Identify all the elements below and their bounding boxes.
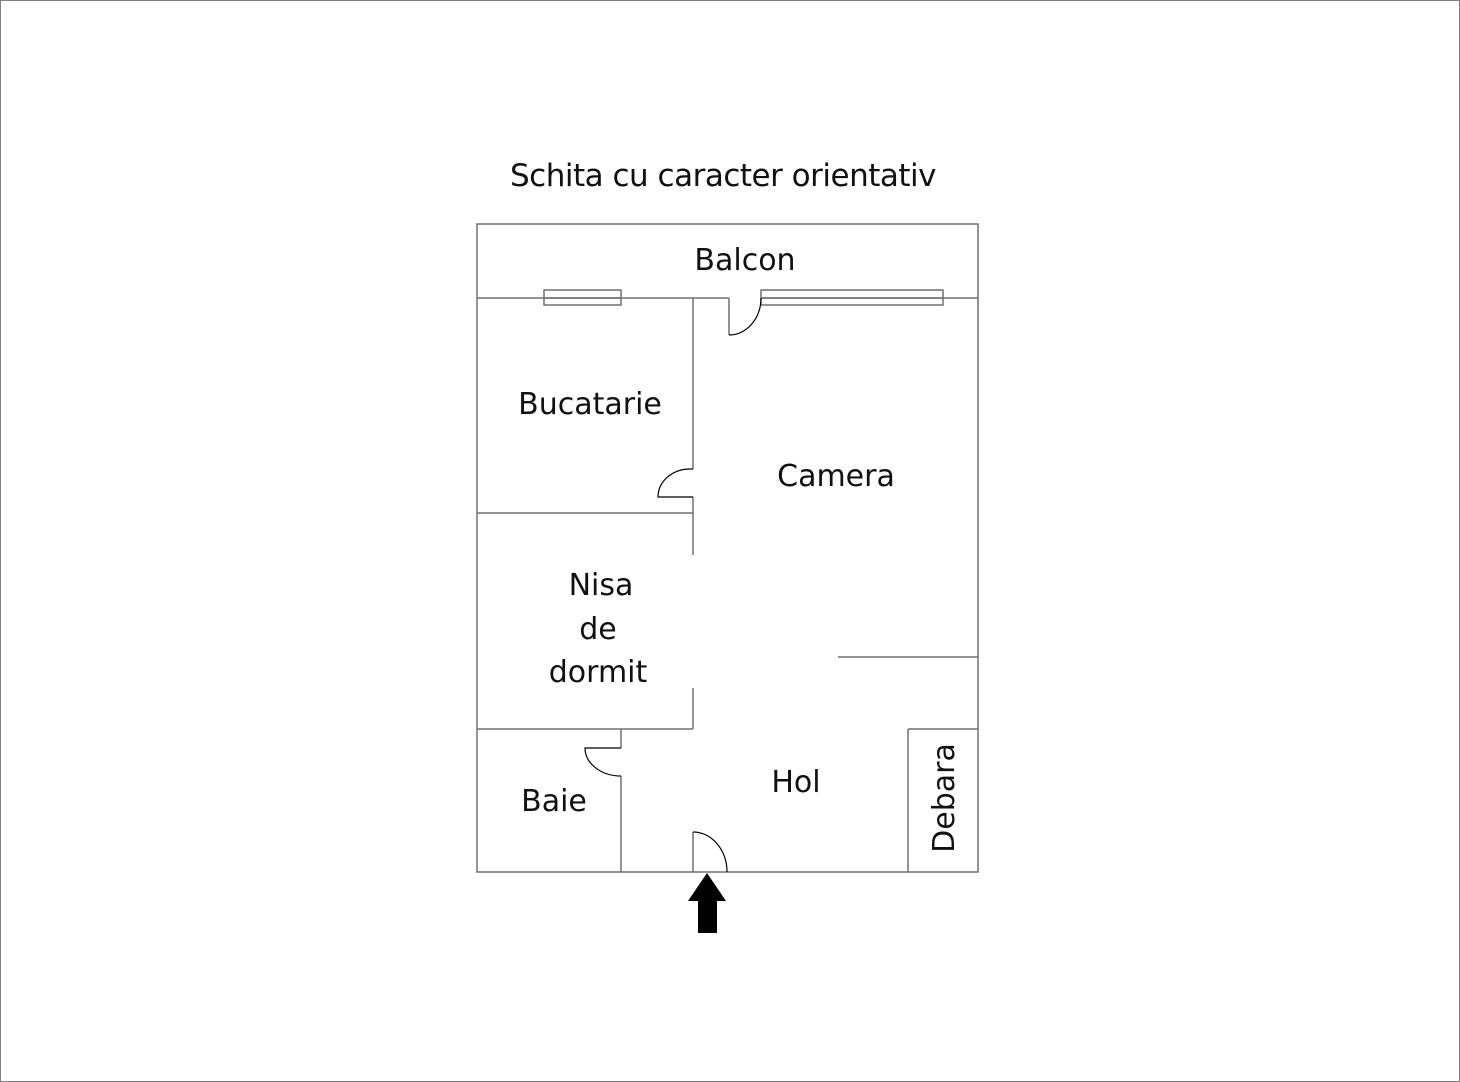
room-label-nisa-2: de bbox=[579, 612, 617, 647]
doors bbox=[584, 297, 762, 873]
room-label-balcon: Balcon bbox=[694, 243, 795, 278]
room-label-nisa-1: Nisa bbox=[569, 568, 634, 603]
walls bbox=[476, 223, 979, 873]
entrance-door-swing bbox=[692, 831, 728, 873]
room-label-nisa-3: dormit bbox=[549, 655, 648, 690]
entrance-arrow-icon bbox=[688, 873, 726, 933]
room-label-camera: Camera bbox=[777, 459, 895, 494]
balcony-door-swing bbox=[728, 297, 762, 336]
room-label-hol: Hol bbox=[771, 765, 820, 800]
bathroom-door-swing bbox=[584, 747, 622, 777]
room-label-debara: Debara bbox=[927, 743, 962, 853]
kitchen-door-swing bbox=[657, 468, 693, 498]
plan-title: Schita cu caracter orientativ bbox=[510, 158, 937, 194]
room-label-baie: Baie bbox=[521, 784, 587, 819]
room-label-bucatarie: Bucatarie bbox=[518, 387, 662, 422]
